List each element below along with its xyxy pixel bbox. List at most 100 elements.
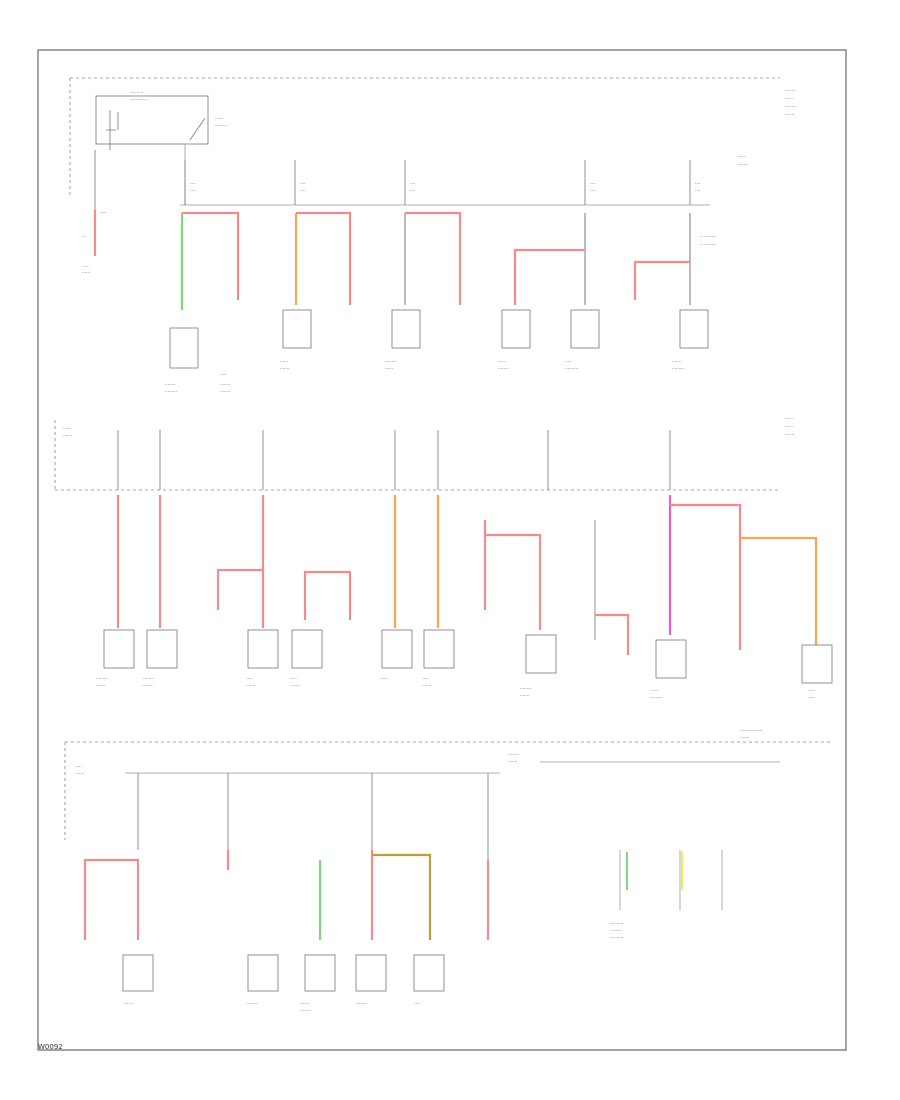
fuse-top-5: ········ ············· bbox=[689, 154, 747, 205]
bottom-section: ················· ······· ············ ·… bbox=[64, 728, 830, 1013]
svg-text:··········: ·········· bbox=[610, 935, 623, 940]
component-bot-4: ········ bbox=[355, 954, 387, 1006]
component-top-7: ················ bbox=[672, 309, 709, 371]
svg-text:··········: ·········· bbox=[610, 921, 623, 926]
svg-text:·········: ········· bbox=[142, 676, 154, 681]
svg-text:·····: ····· bbox=[82, 264, 89, 269]
svg-text:·····: ····· bbox=[75, 764, 82, 769]
fuse-top-1: ···· ···· bbox=[184, 160, 195, 205]
component-top-3: ············· bbox=[280, 309, 312, 371]
component-mid-6: ············ bbox=[422, 629, 455, 688]
svg-text:······: ······ bbox=[785, 416, 793, 421]
svg-text:····: ···· bbox=[190, 188, 195, 193]
fuse-top-2: ···· ···· bbox=[294, 160, 305, 205]
svg-text:·················: ················· bbox=[740, 728, 763, 733]
component-top-6: ··············· bbox=[565, 309, 600, 371]
svg-text:·······: ······· bbox=[672, 359, 681, 364]
svg-text:······: ······ bbox=[380, 676, 388, 681]
svg-text:·······: ······· bbox=[246, 683, 255, 688]
svg-text:······: ······ bbox=[738, 154, 746, 159]
svg-text:··········: ·········· bbox=[565, 366, 578, 371]
svg-text:····: ···· bbox=[590, 181, 595, 186]
svg-text:····: ···· bbox=[695, 188, 700, 193]
svg-text:······: ······ bbox=[385, 366, 393, 371]
svg-text:········: ········ bbox=[498, 366, 509, 371]
svg-text:·········: ········· bbox=[650, 695, 662, 700]
component-mid-3: ············ bbox=[246, 629, 279, 688]
svg-text:·······: ······· bbox=[740, 735, 749, 740]
page-border bbox=[37, 49, 847, 1051]
svg-text:····: ···· bbox=[190, 181, 195, 186]
svg-text:·······: ······· bbox=[75, 771, 84, 776]
component-top-4: ··············· bbox=[385, 309, 421, 371]
fuse-top-3: ···· ···· bbox=[404, 160, 415, 205]
svg-text:········: ········ bbox=[356, 1001, 367, 1006]
ecu-block: ·········· ········· ·········· bbox=[610, 850, 723, 940]
component-mid-2: ················· bbox=[142, 629, 178, 688]
svg-text:······: ······ bbox=[280, 359, 288, 364]
svg-text:·········: ········· bbox=[96, 676, 108, 681]
component-bot-3: ··············· bbox=[300, 954, 336, 1013]
middle-section: ············· ··················· ······… bbox=[54, 416, 833, 700]
svg-text:·····: ····· bbox=[422, 676, 429, 681]
svg-text:·······: ······· bbox=[785, 432, 794, 437]
svg-text:······: ······ bbox=[63, 426, 71, 431]
svg-text:·······: ······· bbox=[63, 433, 72, 438]
svg-text:···: ··· bbox=[82, 234, 86, 239]
component-mid-8: ··············· bbox=[650, 639, 687, 700]
svg-text:·········: ········· bbox=[672, 366, 684, 371]
component-bot-5: ····· bbox=[413, 954, 445, 1006]
svg-text:·· ·········: ·· ········· bbox=[700, 242, 716, 247]
svg-text:·······: ······· bbox=[520, 693, 529, 698]
figure-id: W0092 bbox=[38, 1043, 63, 1051]
svg-text:·········: ········· bbox=[165, 389, 177, 394]
svg-text:·········: ········· bbox=[246, 1001, 258, 1006]
top-section: ········ ······ ········· ······· ······… bbox=[69, 77, 797, 394]
svg-text:·······: ······· bbox=[290, 683, 299, 688]
svg-text:··········: ·········· bbox=[130, 90, 143, 95]
component-mid-1: ················ bbox=[96, 629, 135, 688]
svg-text:·············: ············· bbox=[130, 97, 147, 102]
component-mid-9: ·········· bbox=[801, 644, 833, 700]
svg-text:·····: ····· bbox=[246, 676, 253, 681]
component-mid-7: ················ bbox=[520, 634, 557, 698]
svg-text:····: ···· bbox=[410, 188, 415, 193]
svg-text:·········: ········· bbox=[610, 928, 622, 933]
svg-text:·······: ······· bbox=[300, 1001, 309, 1006]
svg-text:······: ······ bbox=[785, 96, 793, 101]
component-top-5: ·············· bbox=[498, 309, 531, 371]
component-top-1: ················· bbox=[165, 327, 199, 394]
svg-text:·········: ········· bbox=[785, 104, 797, 109]
svg-text:······: ······ bbox=[785, 424, 793, 429]
svg-text:····: ···· bbox=[695, 181, 700, 186]
svg-text:·········: ········· bbox=[215, 123, 227, 128]
svg-text:········: ········ bbox=[220, 389, 231, 394]
svg-text:·······: ······· bbox=[738, 162, 747, 167]
svg-text:········: ········ bbox=[142, 683, 153, 688]
svg-text:······: ······ bbox=[650, 688, 658, 693]
component-bot-2: ········· bbox=[246, 954, 279, 1006]
svg-text:·······: ······· bbox=[422, 683, 431, 688]
component-bot-1: ········ bbox=[122, 954, 154, 1006]
svg-text:········: ········ bbox=[300, 1008, 311, 1013]
svg-text:·····: ····· bbox=[290, 676, 297, 681]
svg-text:·······: ······· bbox=[785, 112, 794, 117]
svg-text:·······: ······· bbox=[96, 683, 105, 688]
svg-text:········: ········ bbox=[508, 752, 519, 757]
component-mid-4: ············ bbox=[290, 629, 323, 688]
svg-text:······: ······ bbox=[82, 270, 90, 275]
svg-text:····: ···· bbox=[590, 188, 595, 193]
svg-text:······: ······ bbox=[215, 116, 223, 121]
svg-text:·····: ····· bbox=[565, 359, 572, 364]
svg-text:······: ······ bbox=[498, 359, 506, 364]
svg-text:·······: ······· bbox=[508, 759, 517, 764]
svg-text:····: ···· bbox=[300, 181, 305, 186]
component-top-2: ····················· bbox=[220, 372, 231, 394]
svg-text:····: ···· bbox=[300, 188, 305, 193]
svg-text:········: ········ bbox=[165, 382, 176, 387]
svg-text:········: ········ bbox=[220, 382, 231, 387]
svg-text:····: ···· bbox=[410, 181, 415, 186]
svg-text:········: ········ bbox=[123, 1001, 134, 1006]
svg-text:·····: ····· bbox=[808, 695, 815, 700]
